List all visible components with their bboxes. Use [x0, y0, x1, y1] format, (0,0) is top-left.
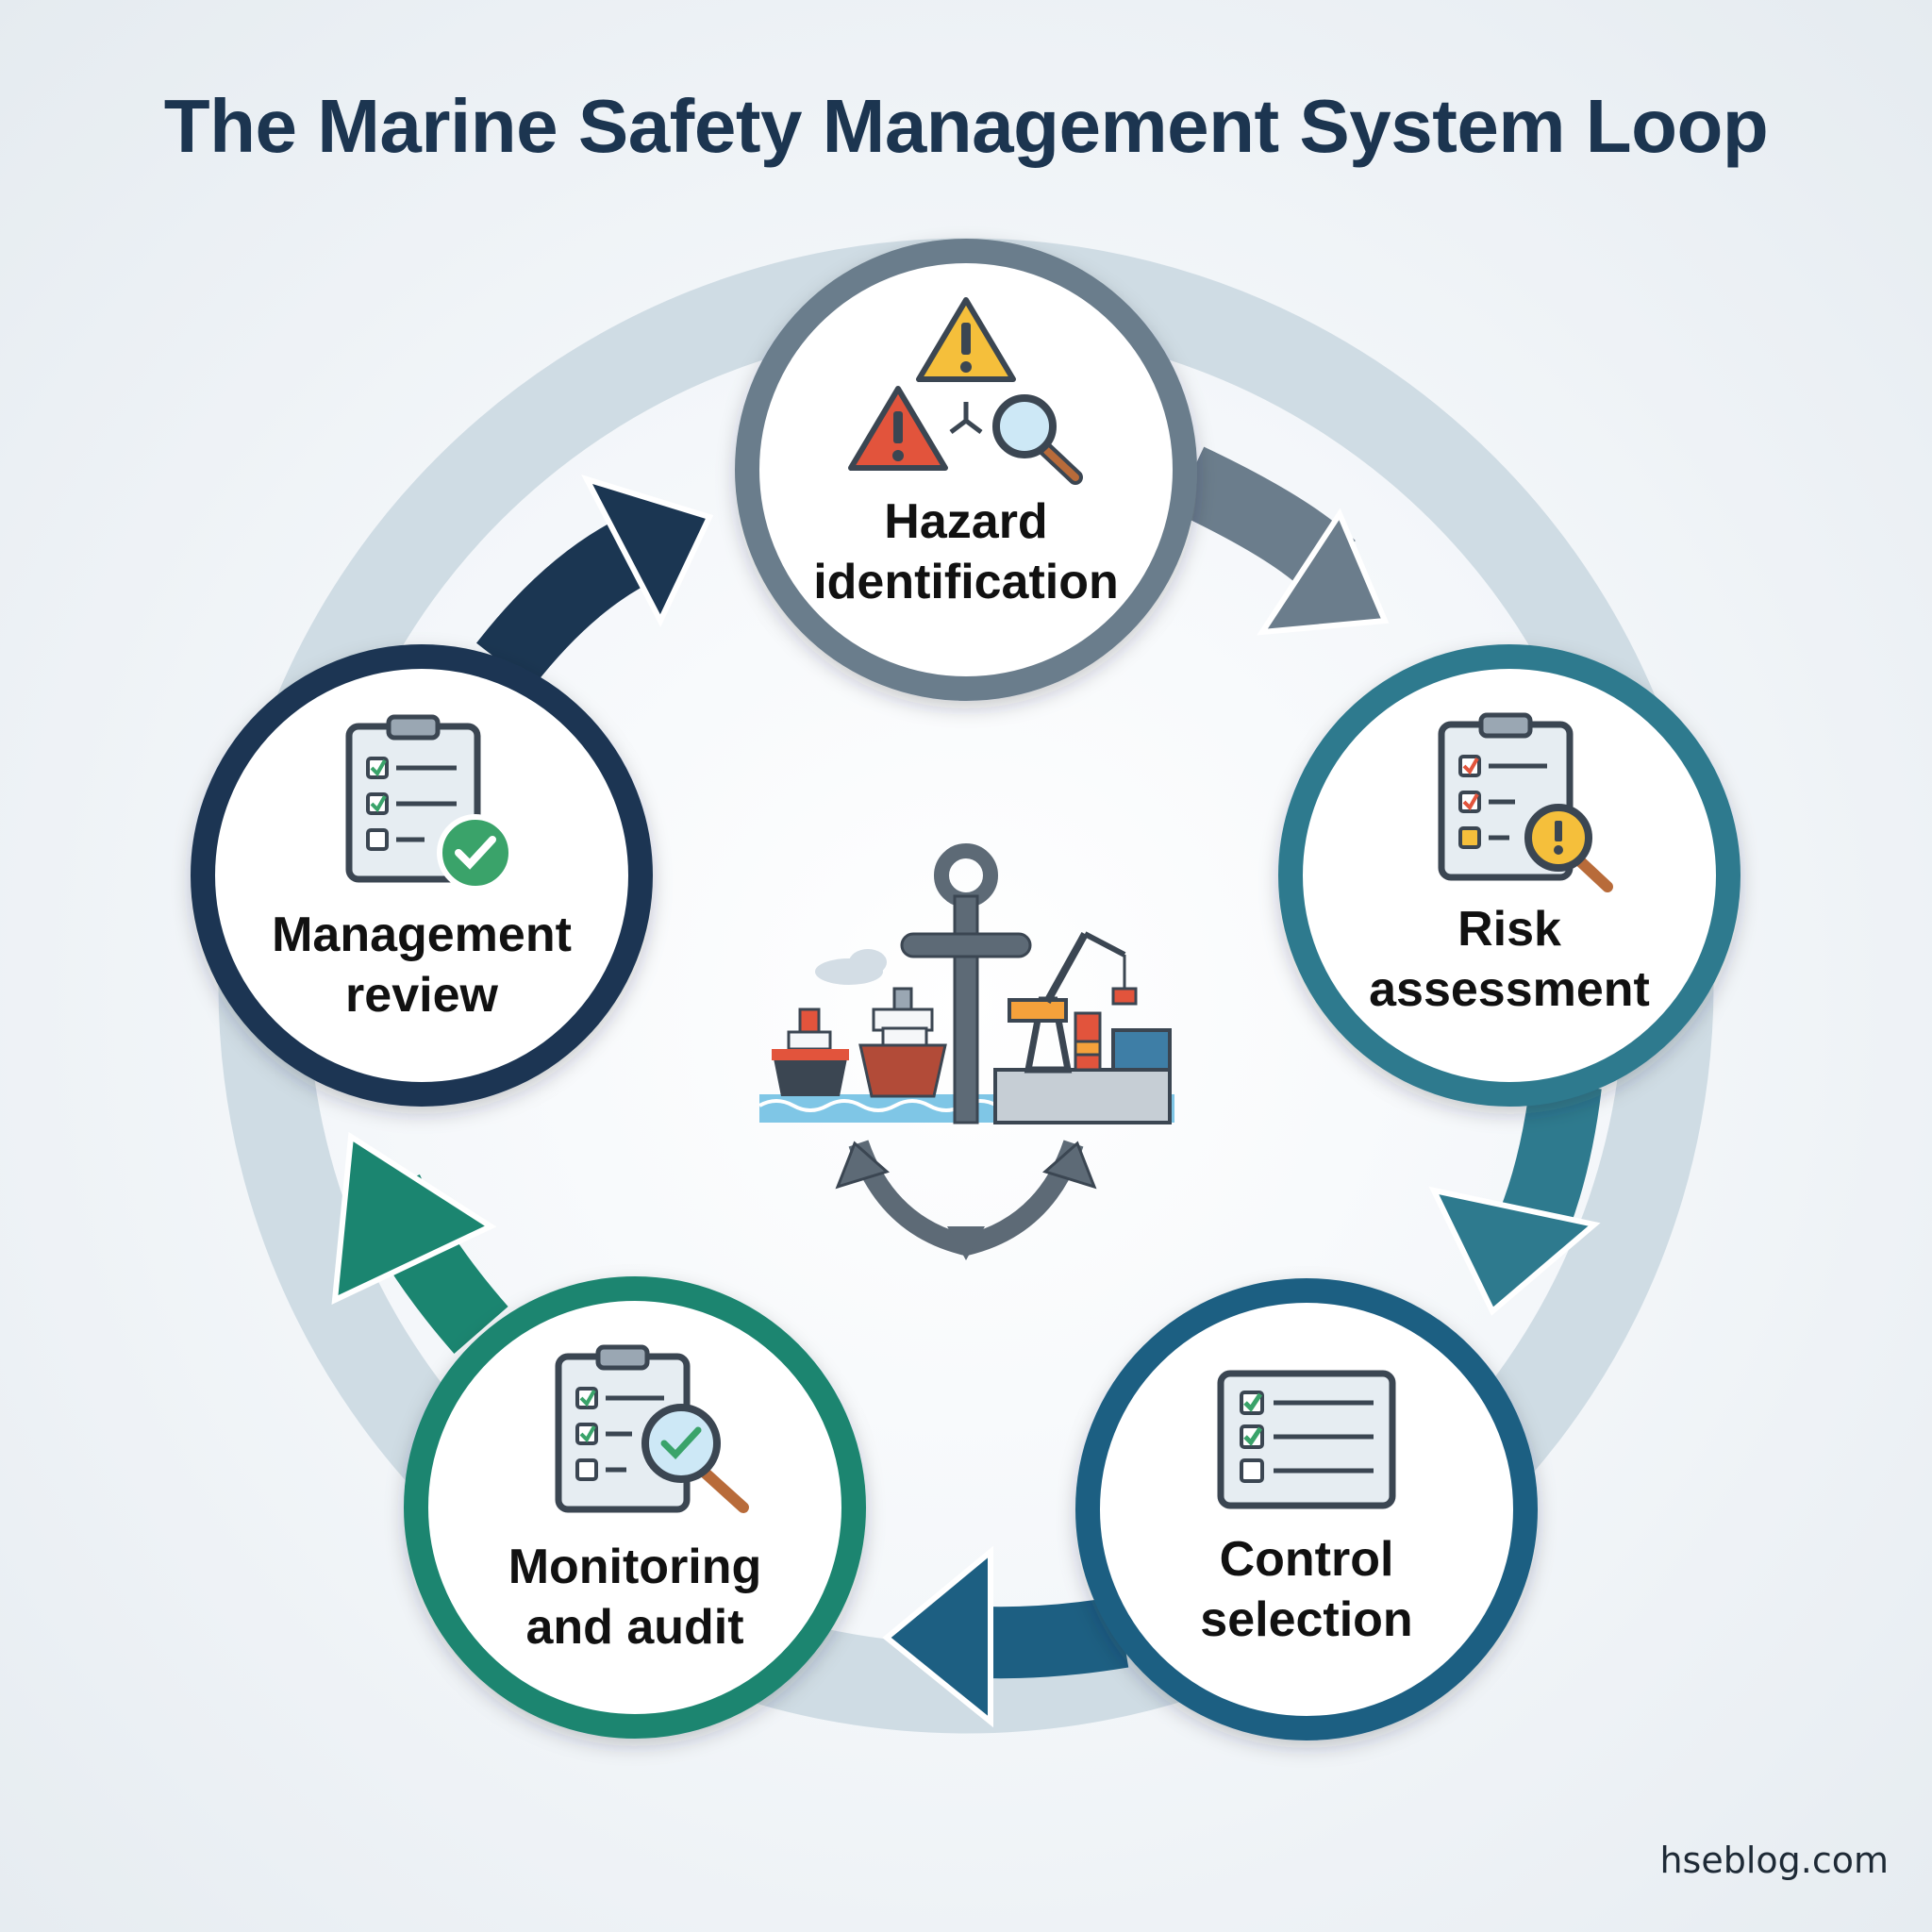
clipboard-check-magnifier-icon — [555, 1344, 749, 1513]
clipboard-risk-magnifier-icon — [1438, 712, 1613, 892]
arrow-monitoring-to-management — [331, 1131, 508, 1355]
step-label-line2: selection — [1200, 1592, 1412, 1647]
step-label-line2: identification — [813, 555, 1119, 609]
anchor-port-ships-icon — [758, 843, 1174, 1260]
arrow-risk-to-control — [1428, 1080, 1602, 1316]
step-management-review: Management review — [191, 644, 653, 1107]
clipboard-approved-icon — [345, 714, 514, 891]
step-label-line1: Hazard — [884, 494, 1047, 549]
step-hazard-identification: Hazard identification — [735, 239, 1197, 701]
step-risk-assessment: Risk assessment — [1278, 644, 1740, 1107]
arrow-management-to-hazard — [476, 475, 714, 688]
step-monitoring-and-audit: Monitoring and audit — [404, 1276, 866, 1739]
page-title: The Marine Safety Management System Loop — [163, 84, 1769, 168]
step-label-line1: Control — [1220, 1532, 1394, 1587]
arrow-control-to-monitoring — [882, 1545, 1129, 1728]
arrow-hazard-to-risk — [1173, 446, 1390, 636]
step-label-line2: and audit — [525, 1600, 743, 1655]
hazard-warning-magnifier-icon — [848, 297, 1083, 485]
step-control-selection: Control selection — [1075, 1278, 1538, 1740]
step-label-line2: review — [345, 968, 498, 1023]
checklist-icon — [1217, 1370, 1396, 1509]
step-label-line1: Management — [272, 908, 572, 962]
step-label-line1: Risk — [1457, 902, 1561, 957]
step-label-line1: Monitoring — [508, 1540, 762, 1594]
source-credit: hseblog.com — [1659, 1840, 1889, 1881]
step-label-line2: assessment — [1369, 962, 1650, 1017]
